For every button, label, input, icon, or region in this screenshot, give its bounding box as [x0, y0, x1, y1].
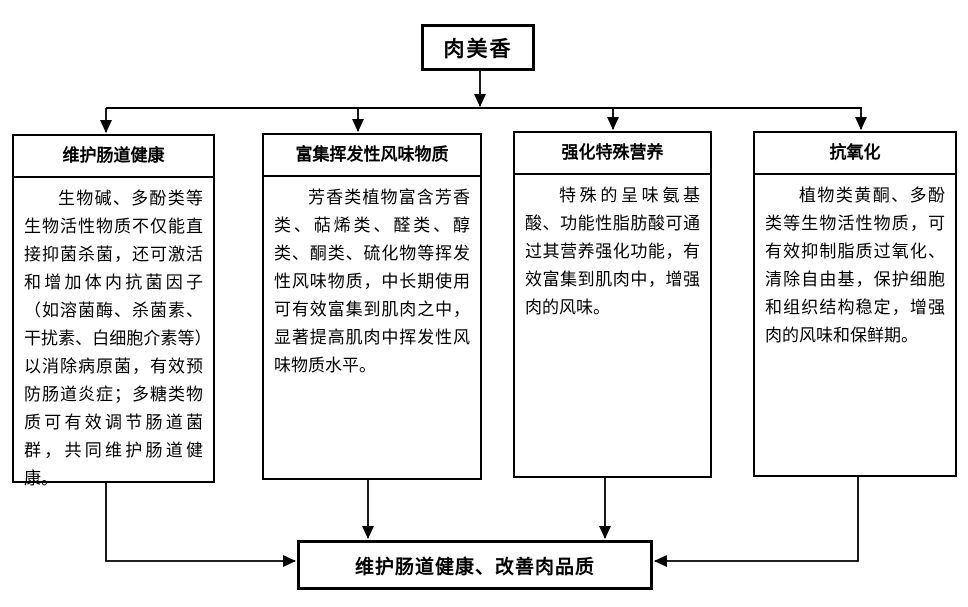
- branch-antioxidant-title: 抗氧化: [755, 133, 955, 175]
- arrow-branch-1-to-outcome: [105, 483, 296, 567]
- branch-special-nutrition: 强化特殊营养 特殊的呈味氨基酸、功能性脂肪酸可通过其营养强化功能，有效富集到肌肉…: [513, 131, 712, 478]
- root-node: 肉美香: [421, 24, 535, 71]
- branch-special-nutrition-body: 特殊的呈味氨基酸、功能性脂肪酸可通过其营养强化功能，有效富集到肌肉中，增强肉的风…: [525, 186, 700, 317]
- branch-antioxidant-body: 植物类黄酮、多酚类等生物活性物质，可有效抑制脂质过氧化、清除自由基，保护细胞和组…: [765, 186, 945, 345]
- outcome-label: 维护肠道健康、改善肉品质: [354, 556, 595, 578]
- arrow-branch-4-to-outcome: [654, 477, 859, 567]
- branch-intestinal-health-title: 维护肠道健康: [14, 136, 213, 178]
- branch-intestinal-health: 维护肠道健康 生物碱、多酚类等生物活性物质不仅能直接抑菌杀菌，还可激活和增加体内…: [12, 134, 215, 488]
- branch-volatile-flavor: 富集挥发性风味物质 芳香类植物富含芳香类、萜烯类、醛类、醇类、酮类、硫化物等挥发…: [262, 133, 482, 480]
- branch-volatile-flavor-body: 芳香类植物富含芳香类、萜烯类、醛类、醇类、酮类、硫化物等挥发性风味物质，中长期使…: [274, 188, 470, 375]
- root-label: 肉美香: [443, 37, 513, 61]
- branch-antioxidant: 抗氧化 植物类黄酮、多酚类等生物活性物质，可有效抑制脂质过氧化、清除自由基，保护…: [753, 131, 957, 477]
- branch-special-nutrition-title: 强化特殊营养: [515, 133, 710, 175]
- outcome-node: 维护肠道健康、改善肉品质: [297, 540, 653, 590]
- branch-volatile-flavor-title: 富集挥发性风味物质: [264, 135, 480, 177]
- branch-intestinal-health-body: 生物碱、多酚类等生物活性物质不仅能直接抑菌杀菌，还可激活和增加体内抗菌因子（如溶…: [24, 189, 203, 488]
